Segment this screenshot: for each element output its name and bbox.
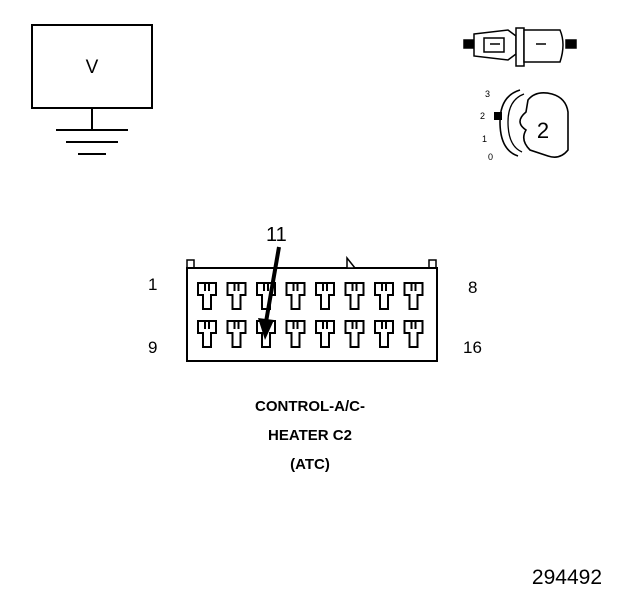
caption-line-3: (ATC) xyxy=(290,456,330,473)
terminal-pin-1 xyxy=(197,282,217,310)
terminal-pin-2 xyxy=(226,282,247,310)
terminal-pin-5 xyxy=(315,282,335,310)
pin-label-16: 16 xyxy=(463,338,482,357)
pin-label-8: 8 xyxy=(468,278,477,297)
switch-selected-label: 2 xyxy=(537,118,549,143)
terminal-pin-13 xyxy=(315,320,335,348)
figure-number: 294492 xyxy=(531,566,602,589)
terminal-pin-9 xyxy=(197,320,217,348)
connector-plug-icon xyxy=(463,27,577,67)
switch-position-0: 0 xyxy=(488,152,493,162)
voltmeter-label: V xyxy=(86,57,99,78)
terminal-pin-10 xyxy=(226,320,247,348)
connector-c2 xyxy=(186,255,438,362)
terminal-pin-16 xyxy=(403,320,424,348)
caption-line-2: HEATER C2 xyxy=(268,427,352,444)
ground-symbol xyxy=(56,108,128,155)
terminal-pin-8 xyxy=(403,282,424,310)
ignition-switch-icon: 3 2 1 0 2 xyxy=(480,89,569,162)
switch-position-3: 3 xyxy=(485,89,490,99)
voltmeter: V xyxy=(31,24,153,109)
terminal-pin-15 xyxy=(374,320,394,348)
terminal-pin-14 xyxy=(344,320,365,348)
caption-line-1: CONTROL-A/C- xyxy=(255,398,365,415)
pin-label-9: 9 xyxy=(148,338,157,357)
terminal-pin-4 xyxy=(285,282,306,310)
pin-label-1: 1 xyxy=(148,275,157,294)
connector-pins xyxy=(197,282,424,348)
pin-callout-arrow xyxy=(258,246,281,340)
switch-position-2: 2 xyxy=(480,111,485,121)
terminal-pin-12 xyxy=(285,320,306,348)
pin-callout-label: 11 xyxy=(266,224,287,246)
switch-position-1: 1 xyxy=(482,134,487,144)
terminal-pin-7 xyxy=(374,282,394,310)
terminal-pin-6 xyxy=(344,282,365,310)
